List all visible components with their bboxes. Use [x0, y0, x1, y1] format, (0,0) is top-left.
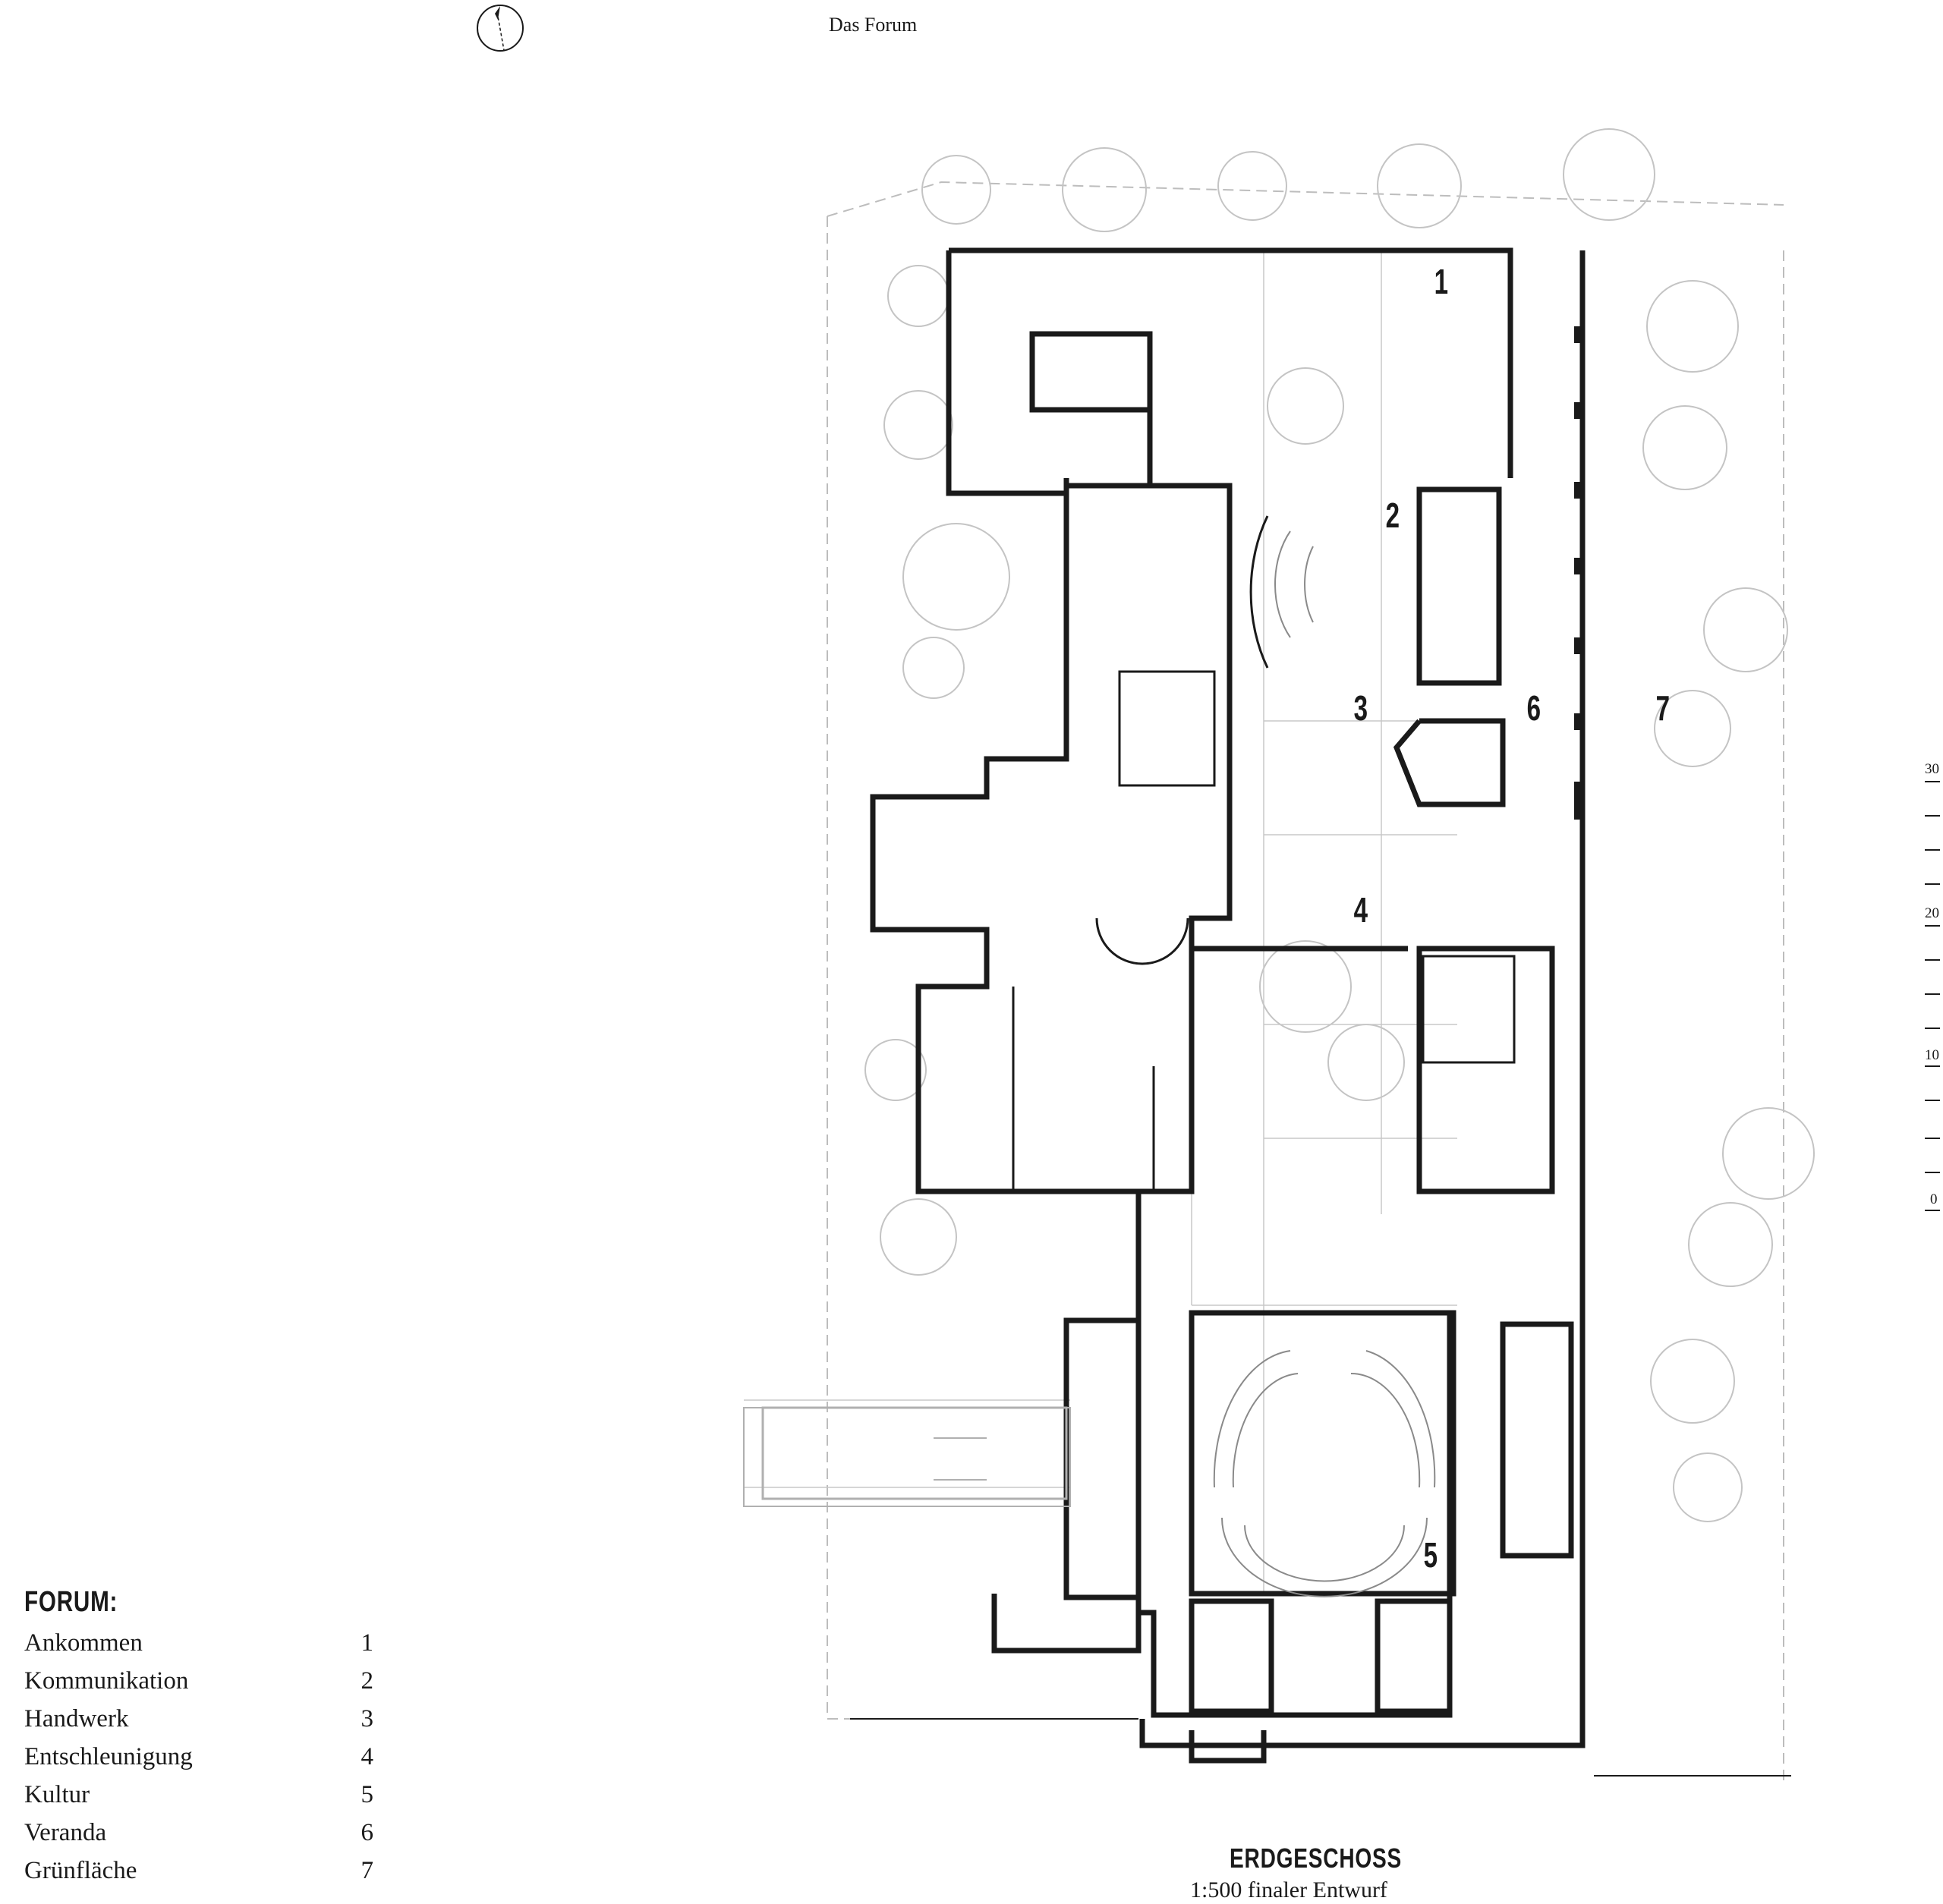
legend-number: 4	[361, 1743, 374, 1770]
room-number-4: 4	[1353, 890, 1368, 930]
colonnade	[1574, 326, 1582, 820]
seating	[1213, 530, 1436, 1597]
room-number-7: 7	[1655, 688, 1671, 728]
legend-item: Entschleunigung 4	[24, 1738, 373, 1776]
room-number-6: 6	[1526, 688, 1541, 728]
legend-item: Grünfläche 7	[24, 1852, 373, 1890]
walls	[870, 247, 1586, 1764]
legend-label: Handwerk	[24, 1705, 129, 1732]
entrance-ramp	[743, 1407, 1071, 1507]
north-arrow-icon	[477, 5, 524, 52]
ground-hatch	[850, 1718, 1791, 1777]
legend-item: Kommunikation 2	[24, 1662, 373, 1700]
legend-label: Ankommen	[24, 1629, 143, 1657]
legend-label: Entschleunigung	[24, 1743, 193, 1770]
paving-grid	[744, 250, 1457, 1594]
legend-item: Handwerk 3	[24, 1700, 373, 1738]
legend-item: Veranda 6	[24, 1814, 373, 1852]
legend-number: 3	[361, 1705, 374, 1732]
legend-number: 7	[361, 1857, 374, 1884]
scale-label-30: 30	[1925, 761, 1939, 777]
plan-title: ERDGESCHOSS	[1230, 1843, 1403, 1874]
scale-label-10: 10	[1925, 1047, 1939, 1063]
legend-item: Ankommen 1	[24, 1624, 373, 1662]
room-number-1: 1	[1434, 262, 1449, 301]
drawing-header: Das Forum	[829, 14, 918, 36]
legend-label: Veranda	[24, 1819, 107, 1846]
scale-bar	[1925, 781, 1940, 1211]
legend-item: Kultur 5	[24, 1776, 373, 1814]
scale-label-20: 20	[1925, 905, 1939, 921]
legend-label: Kultur	[24, 1781, 90, 1808]
legend-number: 1	[361, 1629, 374, 1657]
legend-number: 2	[361, 1667, 374, 1695]
site-outline	[827, 181, 1784, 1783]
room-number-5: 5	[1423, 1535, 1438, 1575]
legend-label: Grünfläche	[24, 1857, 137, 1884]
legend-number: 6	[361, 1819, 374, 1846]
scale-label-0: 0	[1930, 1191, 1938, 1207]
legend-label: Kommunikation	[24, 1667, 189, 1695]
room-number-3: 3	[1353, 688, 1368, 728]
plan-subtitle: 1:500 finaler Entwurf	[1190, 1877, 1387, 1902]
legend-title: FORUM:	[24, 1586, 118, 1618]
legend-number: 5	[361, 1781, 374, 1808]
legend: Ankommen 1 Kommunikation 2 Handwerk 3 Entsc…	[24, 1624, 373, 1890]
room-number-2: 2	[1385, 496, 1400, 535]
